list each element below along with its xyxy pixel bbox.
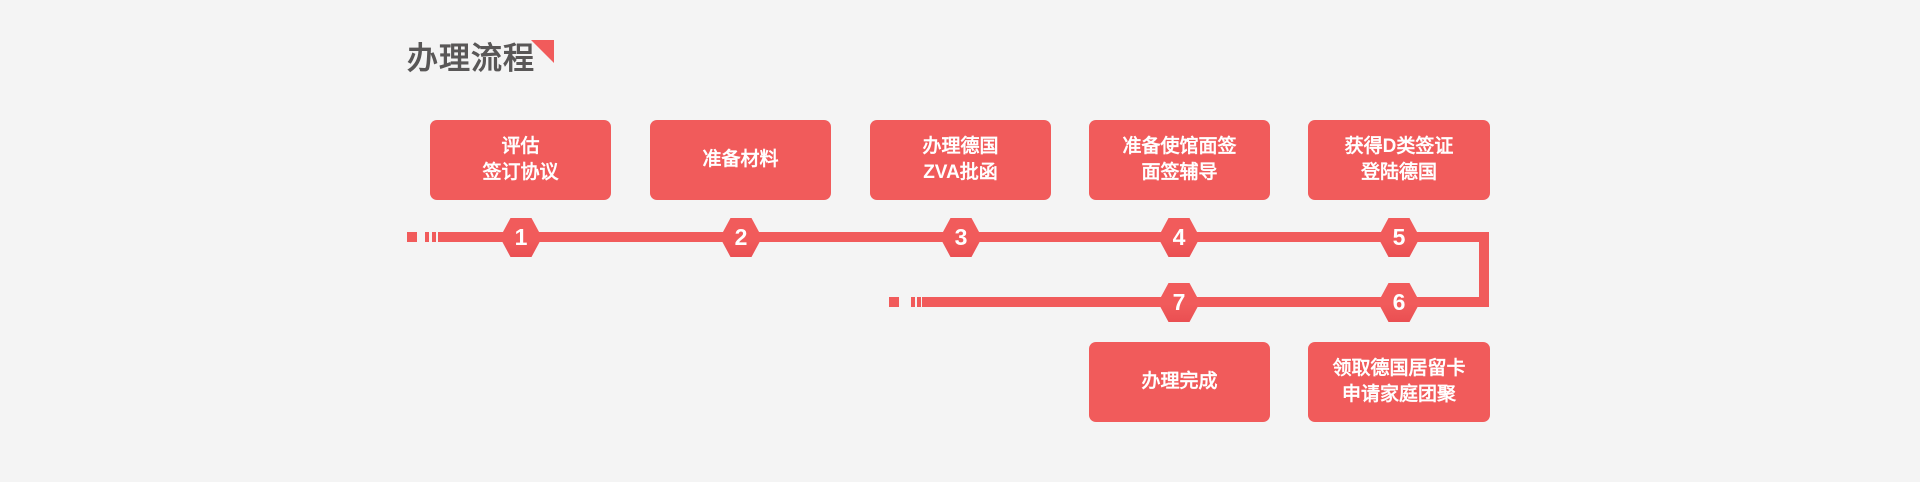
page-title: 办理流程 <box>407 41 535 76</box>
step-box-label: 评估 <box>501 136 540 157</box>
step-hexagon-6: 6 <box>1378 283 1420 322</box>
step-box-label: 获得D类签证 <box>1344 136 1454 157</box>
step-box-4: 准备使馆面签 面签辅导 <box>1089 120 1270 200</box>
step-box-1: 评估 签订协议 <box>430 120 611 200</box>
step-number: 5 <box>1392 224 1406 250</box>
step-number: 2 <box>734 224 748 250</box>
step-box-5: 获得D类签证 登陆德国 <box>1308 120 1490 200</box>
step-box-label: 签订协议 <box>482 162 559 183</box>
step-number: 6 <box>1392 289 1406 315</box>
step-hexagon-5: 5 <box>1378 218 1420 257</box>
step-box-2: 准备材料 <box>650 120 831 200</box>
step-box-label: 准备材料 <box>702 149 779 170</box>
step-box-label: 申请家庭团聚 <box>1341 384 1456 405</box>
timeline-start-square-icon <box>889 297 899 307</box>
timeline-start-dash-icon <box>432 232 436 242</box>
step-box-label: 准备使馆面签 <box>1122 136 1237 157</box>
step-hexagon-7: 7 <box>1158 283 1200 322</box>
step-box-label: 登陆德国 <box>1360 162 1437 183</box>
step-number: 1 <box>514 224 528 250</box>
step-box-label: 领取德国居留卡 <box>1332 358 1466 379</box>
timeline-row2-line <box>922 297 1489 307</box>
step-box-7-result: 办理完成 <box>1089 342 1270 422</box>
step-hexagon-3: 3 <box>940 218 982 257</box>
timeline-start-square-icon <box>407 232 417 242</box>
step-number: 3 <box>954 224 968 250</box>
step-box-label: ZVA批函 <box>923 162 998 183</box>
timeline-start-dash-icon <box>425 232 429 242</box>
step-hexagon-4: 4 <box>1158 218 1200 257</box>
step-box-label: 办理德国 <box>922 136 999 157</box>
step-hexagon-1: 1 <box>500 218 542 257</box>
timeline-start-dash-icon <box>917 297 921 307</box>
step-hexagon-2: 2 <box>720 218 762 257</box>
step-number: 7 <box>1172 289 1186 315</box>
step-box-label: 面签辅导 <box>1141 162 1218 183</box>
step-box-label: 办理完成 <box>1141 371 1218 392</box>
timeline-corner-connector <box>1479 232 1489 307</box>
step-box-3: 办理德国 ZVA批函 <box>870 120 1051 200</box>
step-number: 4 <box>1172 224 1186 250</box>
step-box-6-result: 领取德国居留卡 申请家庭团聚 <box>1308 342 1490 422</box>
timeline-start-dash-icon <box>911 297 915 307</box>
